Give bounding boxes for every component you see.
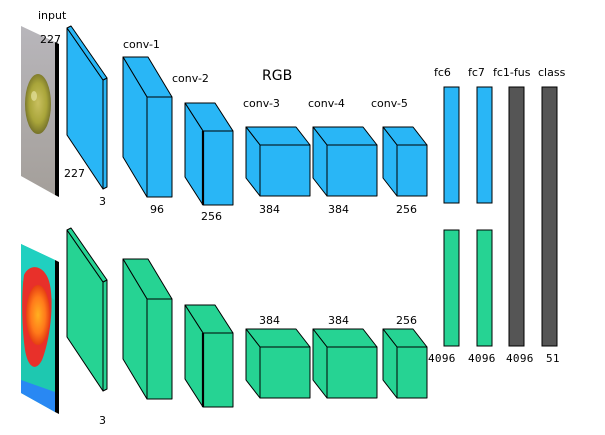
rgb-depth-conv2: 256 <box>201 210 222 223</box>
depth-conv5-front <box>396 346 428 399</box>
depth-depth-conv5: 256 <box>396 314 417 327</box>
depth-depth-input: 3 <box>99 414 106 427</box>
rgb-input-front <box>102 77 108 190</box>
rgb-conv3-front <box>259 144 311 197</box>
rgb-fc6-bar <box>443 86 460 204</box>
rgb-depth-conv5: 256 <box>396 203 417 216</box>
depth-conv1-front <box>146 298 173 400</box>
depth-conv2-front <box>202 332 234 408</box>
rgb-conv4-front <box>326 144 378 197</box>
rgb-conv1-front <box>146 96 173 198</box>
rgb-conv2-name: conv-2 <box>172 72 209 85</box>
rgb-conv5-front <box>396 144 428 197</box>
rgb-conv1-name: conv-1 <box>123 38 160 51</box>
rgb-conv3-name: conv-3 <box>243 97 280 110</box>
rgb-stream-label: RGB <box>262 68 292 84</box>
input-width-label: 227 <box>64 167 85 180</box>
rgb-depth-conv4: 384 <box>328 203 349 216</box>
fc1-fus-name: fc1-fus <box>493 66 531 79</box>
depth-fc7-bar <box>476 229 493 347</box>
rgb-conv4-name: conv-4 <box>308 97 345 110</box>
fc6-size: 4096 <box>428 352 456 365</box>
input-height-label: 227 <box>40 33 61 46</box>
input-label: input <box>38 9 67 22</box>
depth-depth-conv3: 384 <box>259 314 280 327</box>
fc6-name: fc6 <box>434 66 451 79</box>
rgb-depth-conv1: 96 <box>150 203 164 216</box>
fc1-fus-bar <box>508 86 525 347</box>
depth-input-front <box>102 279 108 392</box>
depth-fc6-bar <box>443 229 460 347</box>
fc7-name: fc7 <box>468 66 485 79</box>
rgb-depth-input: 3 <box>99 195 106 208</box>
rgb-conv2-front <box>202 130 234 206</box>
depth-conv4-front <box>326 346 378 399</box>
class-bar <box>541 86 558 347</box>
depth-depth-conv4: 384 <box>328 314 349 327</box>
rgb-depth-conv3: 384 <box>259 203 280 216</box>
fc1-fus-size: 4096 <box>506 352 534 365</box>
fc7-size: 4096 <box>468 352 496 365</box>
depth-input-top <box>66 227 108 283</box>
rgb-input-top <box>66 25 108 81</box>
layer-shapes <box>66 25 558 408</box>
rgb-fc7-bar <box>476 86 493 204</box>
depth-conv3-front <box>259 346 311 399</box>
rgb-input-image <box>21 26 59 197</box>
class-name: class <box>538 66 566 79</box>
depth-input-image <box>21 244 59 414</box>
class-size: 51 <box>546 352 560 365</box>
rgb-conv5-name: conv-5 <box>371 97 408 110</box>
